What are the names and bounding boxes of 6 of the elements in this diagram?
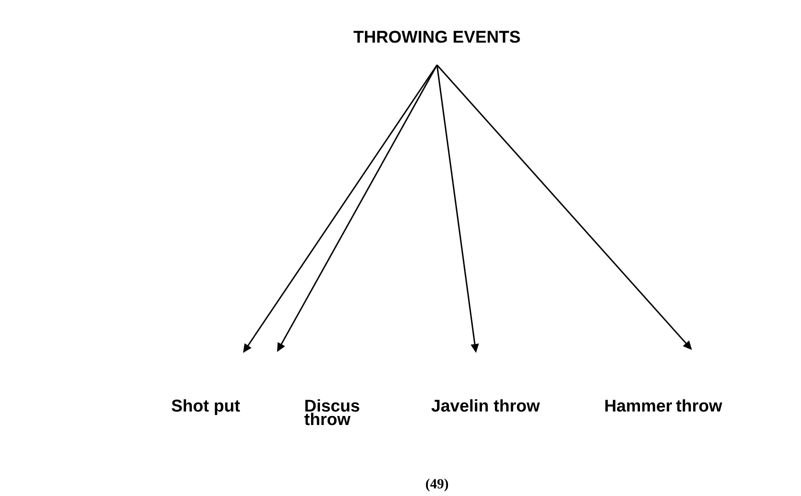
heading: THROWING EVENTS xyxy=(354,30,520,43)
item-label: Shot put xyxy=(172,399,240,416)
item-label: Hammer throw xyxy=(605,399,722,412)
item-label: Javelin throw xyxy=(431,399,540,412)
page-number: (49) xyxy=(426,478,448,492)
item-label: Discus throw xyxy=(304,399,360,426)
